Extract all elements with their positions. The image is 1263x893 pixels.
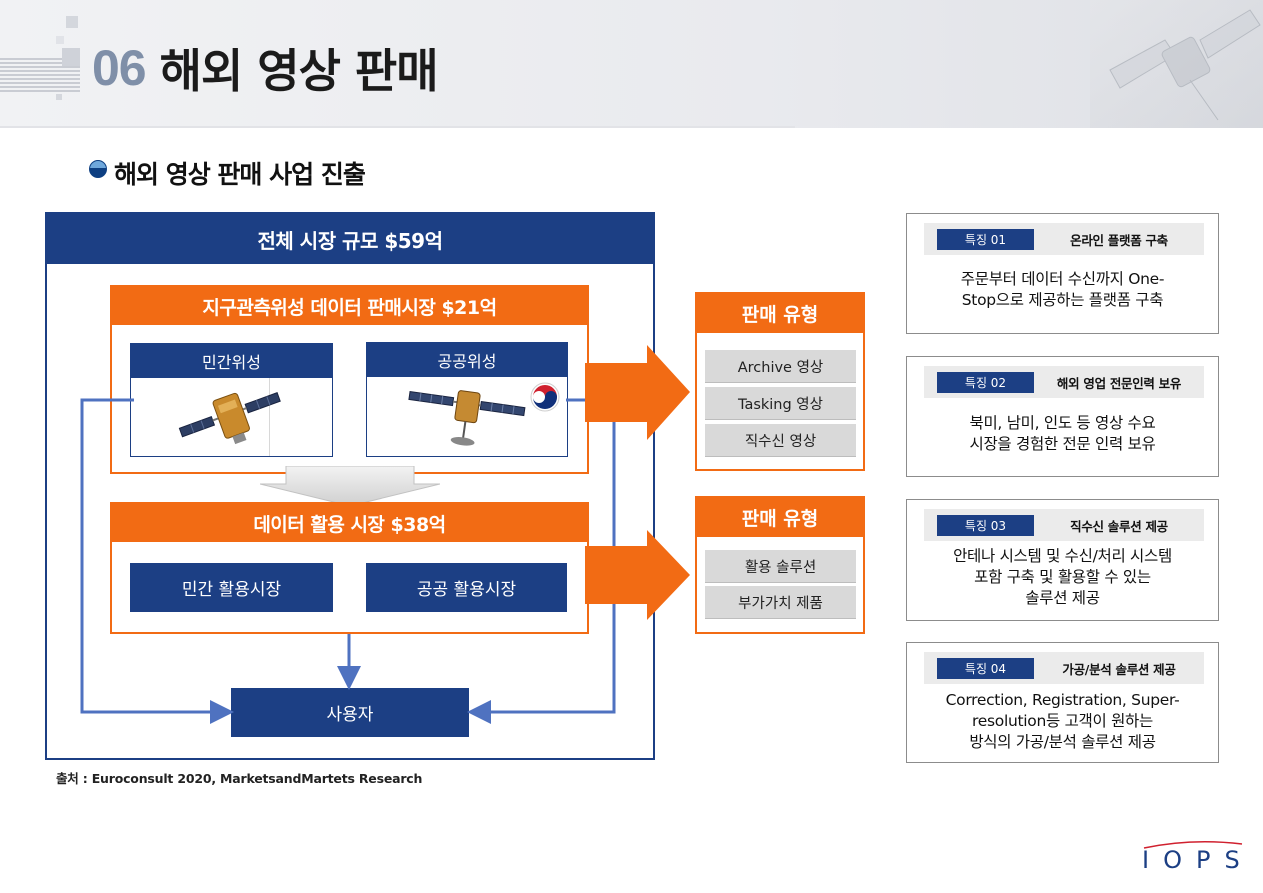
private-satellite-image-icon (131, 378, 332, 456)
feature-description-line: Correction, Registration, Super- (945, 691, 1180, 709)
sales-type-header: 판매 유형 (697, 498, 863, 537)
feature-badge: 특징 04 (937, 657, 1034, 679)
header-stripes-decoration (0, 58, 80, 94)
source-note: 출처 : Euroconsult 2020, MarketsandMartets… (56, 771, 423, 786)
feature-description-line: 북미, 남미, 인도 등 영상 수요 (969, 414, 1156, 432)
feature-card-2: 특징 02 해외 영업 전문인력 보유 북미, 남미, 인도 등 영상 수요 시… (906, 356, 1219, 477)
feature-name: 해외 영업 전문인력 보유 (1056, 375, 1182, 391)
feature-card-3: 특징 03 직수신 솔루션 제공 안테나 시스템 및 수신/처리 시스템 포함 … (906, 499, 1219, 621)
feature-tag-row: 특징 02 해외 영업 전문인력 보유 (924, 366, 1204, 398)
feature-description: 주문부터 데이터 수신까지 One- Stop으로 제공하는 플랫폼 구축 (913, 269, 1212, 311)
sales-item: Tasking 영상 (705, 387, 856, 420)
decor-square (56, 36, 64, 44)
private-satellite-card: 민간위성 (130, 343, 333, 457)
private-use-market-box: 민간 활용시장 (130, 563, 333, 612)
iops-logo: IOPS (1142, 840, 1244, 880)
page-number: 06 (92, 40, 147, 96)
feature-badge: 특징 02 (937, 371, 1034, 393)
page-title-text: 해외 영상 판매 (159, 44, 439, 98)
section-title: 해외 영상 판매 사업 진출 (114, 160, 366, 189)
feature-description-line: 솔루션 제공 (1025, 589, 1100, 607)
public-satellite-label: 공공위성 (367, 343, 567, 377)
public-satellite-card: 공공위성 (366, 342, 568, 457)
sales-item: 부가가치 제품 (705, 586, 856, 619)
feature-tag-row: 특징 03 직수신 솔루션 제공 (924, 509, 1204, 541)
header-band (0, 0, 1263, 128)
private-satellite-label: 민간위성 (131, 344, 332, 378)
feature-card-4: 특징 04 가공/분석 솔루션 제공 Correction, Registrat… (906, 642, 1219, 763)
arrow-right-big-icon (585, 530, 690, 620)
feature-description: 북미, 남미, 인도 등 영상 수요 시장을 경험한 전문 인력 보유 (913, 413, 1212, 455)
feature-tag-row: 특징 01 온라인 플랫폼 구축 (924, 223, 1204, 255)
feature-name: 직수신 솔루션 제공 (1070, 518, 1168, 534)
sales-type-header: 판매 유형 (697, 294, 863, 333)
logo-text: IOPS (1142, 846, 1254, 874)
public-satellite-image-icon (367, 377, 567, 456)
korea-taegeuk-emblem-icon (530, 382, 560, 412)
sales-type-box-2: 판매 유형 활용 솔루션 부가가치 제품 (695, 496, 865, 634)
feature-card-1: 특징 01 온라인 플랫폼 구축 주문부터 데이터 수신까지 One- Stop… (906, 213, 1219, 334)
feature-badge: 특징 01 (937, 228, 1034, 250)
feature-description-line: 안테나 시스템 및 수신/처리 시스템 (953, 547, 1172, 565)
arrow-right-big-icon (585, 345, 690, 440)
header-underline (0, 126, 795, 128)
sales-type-box-1: 판매 유형 Archive 영상 Tasking 영상 직수신 영상 (695, 292, 865, 471)
feature-name: 가공/분석 솔루션 제공 (1062, 661, 1176, 677)
feature-description-line: Stop으로 제공하는 플랫폼 구축 (961, 291, 1164, 309)
decor-square (62, 48, 80, 66)
sales-item: Archive 영상 (705, 350, 856, 383)
earth-observation-market-header: 지구관측위성 데이터 판매시장 $21억 (112, 287, 587, 325)
page-title: 06 해외 영상 판매 (92, 28, 439, 108)
arrow-down-chevron-icon (260, 466, 440, 506)
feature-description-line: 포함 구축 및 활용할 수 있는 (974, 568, 1151, 586)
feature-tag-row: 특징 04 가공/분석 솔루션 제공 (924, 652, 1204, 684)
sales-item: 직수신 영상 (705, 424, 856, 457)
logo-swoosh-icon (1143, 841, 1243, 849)
data-use-market-header: 데이터 활용 시장 $38억 (112, 504, 587, 542)
feature-description-line: 주문부터 데이터 수신까지 One- (960, 270, 1165, 288)
total-market-header: 전체 시장 규모 $59억 (47, 214, 653, 264)
decor-square (66, 16, 78, 28)
feature-description-line: 방식의 가공/분석 솔루션 제공 (969, 733, 1156, 751)
feature-description-line: resolution등 고객이 원하는 (972, 712, 1153, 730)
satellite-decoration-icon (1090, 0, 1263, 128)
sales-item: 활용 솔루션 (705, 550, 856, 583)
feature-description: Correction, Registration, Super- resolut… (913, 690, 1212, 753)
section-bullet-icon (89, 160, 107, 178)
feature-badge: 특징 03 (937, 514, 1034, 536)
feature-name: 온라인 플랫폼 구축 (1070, 232, 1168, 248)
feature-description: 안테나 시스템 및 수신/처리 시스템 포함 구축 및 활용할 수 있는 솔루션… (913, 546, 1212, 609)
feature-description-line: 시장을 경험한 전문 인력 보유 (969, 435, 1156, 453)
decor-square (56, 94, 62, 100)
user-box: 사용자 (231, 688, 469, 737)
public-use-market-box: 공공 활용시장 (366, 563, 567, 612)
